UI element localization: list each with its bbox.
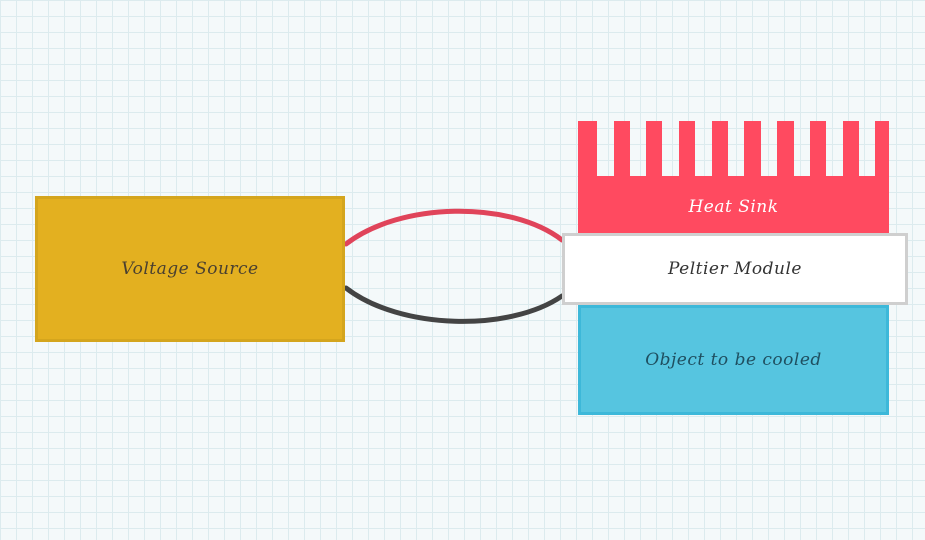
object-label: Object to be cooled	[645, 350, 822, 370]
voltage-source-box: Voltage Source	[35, 196, 345, 342]
heat-sink-box: Heat Sink	[578, 121, 889, 235]
voltage-source-label: Voltage Source	[121, 259, 259, 279]
peltier-module-box: Peltier Module	[562, 233, 908, 305]
heat-sink-fins	[578, 121, 889, 235]
heat-sink-label: Heat Sink	[688, 197, 779, 217]
object-box: Object to be cooled	[578, 305, 889, 415]
negative-wire	[343, 285, 565, 324]
peltier-module-label: Peltier Module	[667, 259, 802, 279]
positive-wire	[343, 208, 565, 247]
